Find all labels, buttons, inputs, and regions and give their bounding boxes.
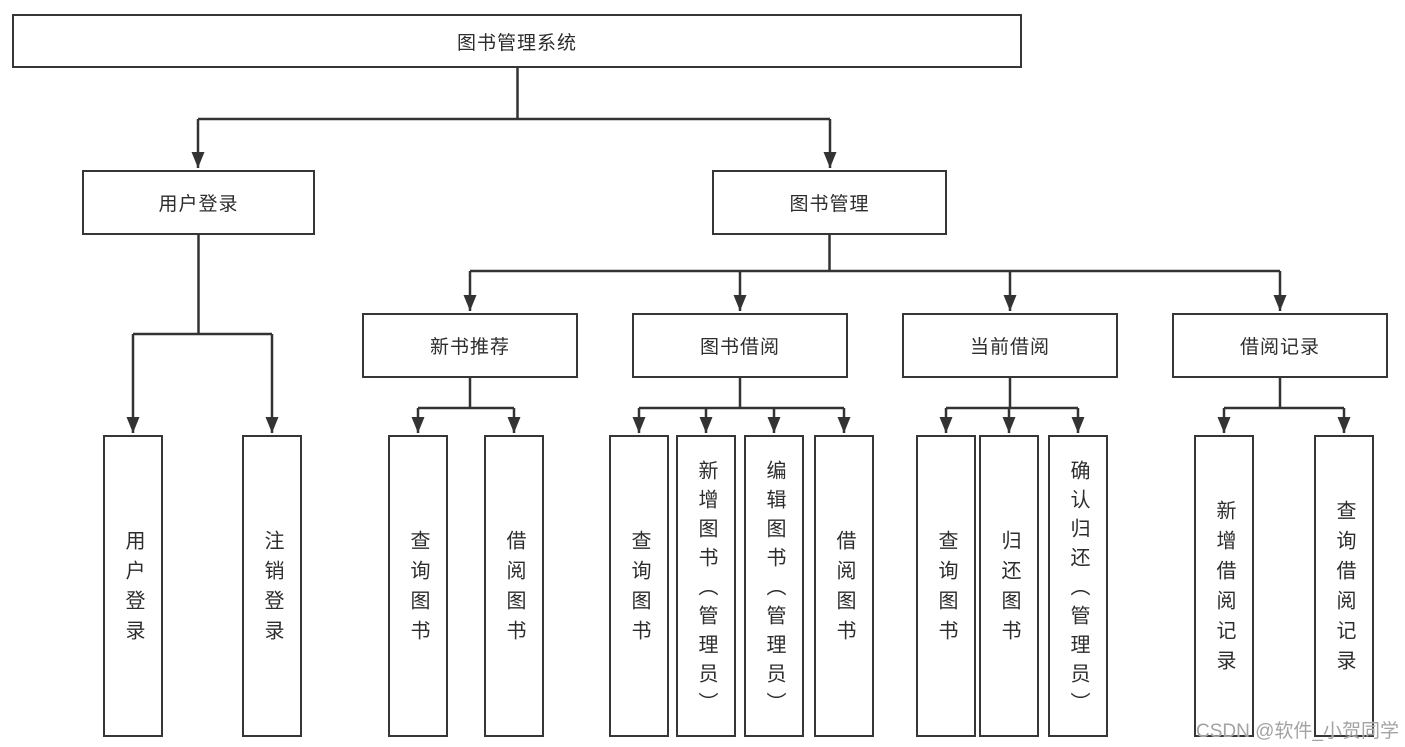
leaf-query-borrow-record: 查询借阅记录 <box>1314 435 1374 737</box>
leaf-confirm-return-admin: 确认归还（管理员） <box>1048 435 1108 737</box>
node-label: 注销登录 <box>261 530 283 650</box>
node-label: 图书管理系统 <box>456 32 577 54</box>
csdn-watermark: CSDN @软件_小贺同学 <box>1196 721 1399 742</box>
node-label: 新书推荐 <box>429 337 510 358</box>
node-label: 确认归还（管理员） <box>1067 459 1089 721</box>
node-label: 查询图书 <box>935 530 957 650</box>
node-label: 查询图书 <box>407 530 429 650</box>
leaf-add-book-admin: 新增图书（管理员） <box>676 435 736 737</box>
leaf-return-book: 归还图书 <box>979 435 1039 737</box>
leaf-borrow-books: 借阅图书 <box>814 435 874 737</box>
leaf-borrow-books-recommend: 借阅图书 <box>484 435 544 737</box>
node-label: 当前借阅 <box>969 337 1050 358</box>
node-label: 借阅记录 <box>1239 337 1320 358</box>
node-label: 借阅图书 <box>833 530 855 650</box>
node-label: 图书借阅 <box>699 337 780 358</box>
node-new-book-recommend: 新书推荐 <box>362 313 578 378</box>
node-label: 用户登录 <box>122 530 144 650</box>
node-user-login-branch: 用户登录 <box>82 170 315 235</box>
leaf-query-books-borrow: 查询图书 <box>609 435 669 737</box>
leaf-edit-book-admin: 编辑图书（管理员） <box>744 435 804 737</box>
node-label: 新增借阅记录 <box>1213 500 1235 680</box>
leaf-add-borrow-record: 新增借阅记录 <box>1194 435 1254 737</box>
node-label: 图书管理 <box>789 194 870 215</box>
node-book-management-branch: 图书管理 <box>712 170 947 235</box>
leaf-user-login: 用户登录 <box>103 435 163 737</box>
leaf-logout: 注销登录 <box>242 435 302 737</box>
node-label: 借阅图书 <box>503 530 525 650</box>
node-label: 查询图书 <box>628 530 650 650</box>
node-label: 归还图书 <box>998 530 1020 650</box>
node-book-borrow: 图书借阅 <box>632 313 848 378</box>
leaf-query-books-current: 查询图书 <box>916 435 976 737</box>
node-label: 查询借阅记录 <box>1333 500 1355 680</box>
node-label: 新增图书（管理员） <box>695 459 717 721</box>
node-label: 编辑图书（管理员） <box>763 459 785 721</box>
node-label: 用户登录 <box>158 194 239 215</box>
node-current-borrow: 当前借阅 <box>902 313 1118 378</box>
node-borrow-records: 借阅记录 <box>1172 313 1388 378</box>
leaf-query-books-recommend: 查询图书 <box>388 435 448 737</box>
node-book-management-system: 图书管理系统 <box>12 14 1022 68</box>
